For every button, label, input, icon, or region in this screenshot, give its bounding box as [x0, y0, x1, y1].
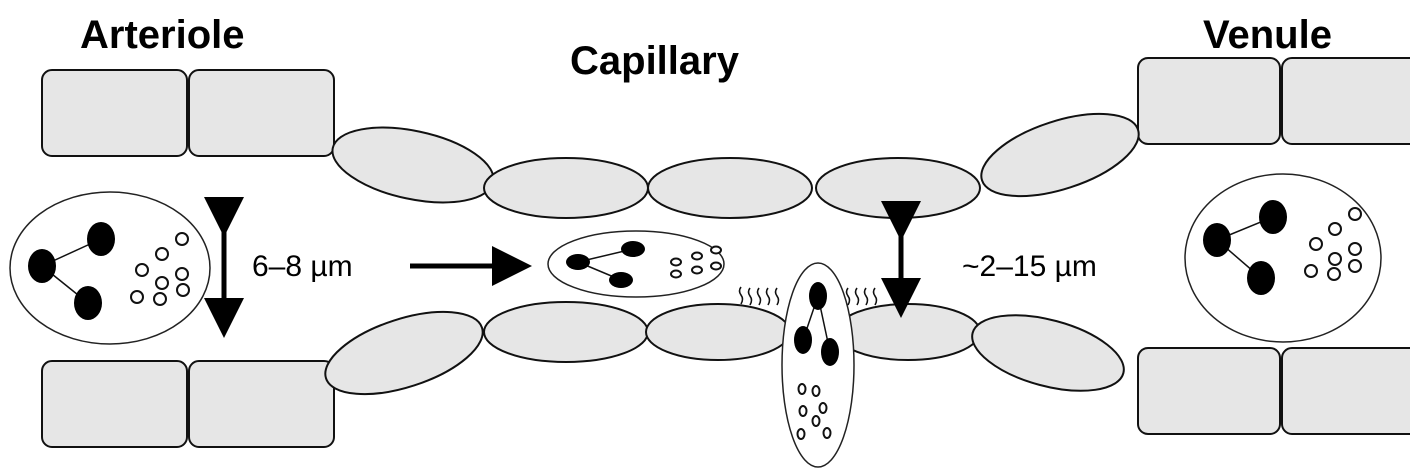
endothelial-cell — [646, 304, 790, 360]
capillary-title: Capillary — [570, 39, 740, 83]
capillary-diameter-label: ~2–15 µm — [962, 250, 1097, 283]
nucleus-lobe — [28, 249, 56, 283]
venule-title: Venule — [1203, 13, 1332, 57]
endothelial-cell — [816, 158, 980, 218]
arteriole-wall-bottom — [42, 361, 334, 447]
arteriole-title: Arteriole — [80, 13, 245, 57]
adhesion-tethers-right — [847, 288, 877, 305]
cell-membrane — [1185, 174, 1381, 342]
nucleus-lobe — [621, 241, 645, 257]
nucleus-lobe — [809, 282, 827, 310]
venule-wall-bottom — [1138, 348, 1410, 434]
endothelial-cell — [972, 97, 1149, 212]
arteriole-wall-top — [42, 70, 334, 156]
nucleus-lobe — [1247, 261, 1275, 295]
capillary-wall-top — [326, 97, 1149, 218]
adhesion-tethers-left — [740, 287, 779, 305]
venule-cell — [1138, 58, 1280, 144]
leukocyte-arteriole — [10, 192, 210, 344]
nucleus-lobe — [794, 326, 812, 354]
capillary-wall-bottom — [316, 295, 1132, 410]
leukocyte-capillary — [548, 231, 724, 297]
leukocyte-venule — [1185, 174, 1381, 342]
nucleus-lobe — [74, 286, 102, 320]
arteriole-cell — [42, 70, 187, 156]
nucleus-lobe — [87, 222, 115, 256]
endothelial-cell — [316, 295, 493, 410]
arteriole-diameter-label: 6–8 µm — [252, 250, 353, 283]
arteriole-cell — [189, 361, 334, 447]
endothelial-cell — [648, 158, 812, 218]
endothelial-cell — [836, 304, 980, 360]
arteriole-cell — [42, 361, 187, 447]
venule-cell — [1282, 58, 1410, 144]
venule-wall-top — [1138, 58, 1410, 144]
nucleus-lobe — [566, 254, 590, 270]
endothelial-cell — [484, 302, 648, 362]
nucleus-lobe — [821, 338, 839, 366]
endothelial-cell — [326, 115, 501, 216]
venule-cell — [1138, 348, 1280, 434]
nucleus-lobe — [1203, 223, 1231, 257]
leukocyte-transmigrating — [782, 263, 854, 467]
nucleus-lobe — [609, 272, 633, 288]
venule-cell — [1282, 348, 1410, 434]
endothelial-cell — [964, 301, 1132, 405]
endothelial-cell — [484, 158, 648, 218]
arteriole-cell — [189, 70, 334, 156]
nucleus-lobe — [1259, 200, 1287, 234]
